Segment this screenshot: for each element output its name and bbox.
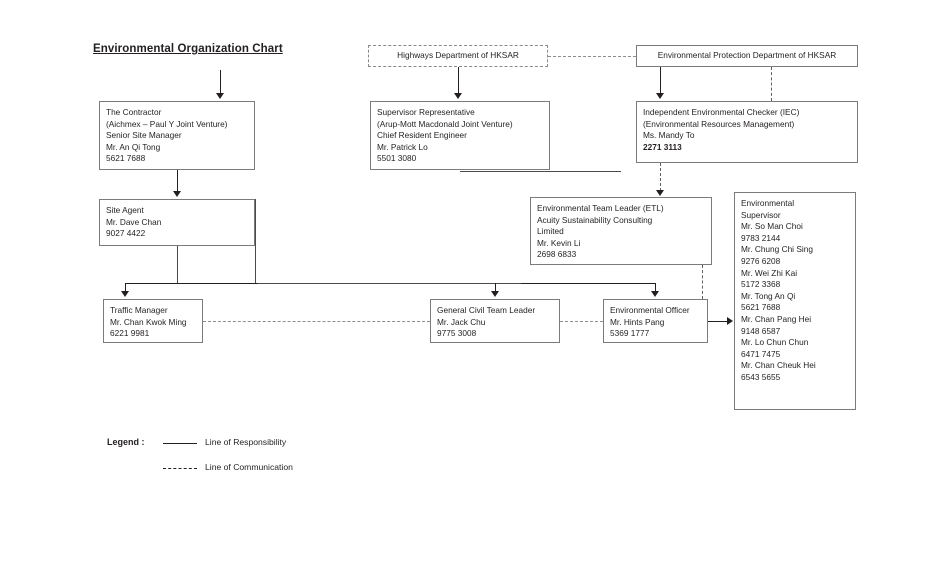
- arrow-down-icon: [454, 93, 462, 99]
- node-line: Mr. So Man Choi: [741, 221, 803, 232]
- node-line: 9027 4422: [106, 228, 146, 239]
- node-line: Mr. Chan Pang Hei: [741, 313, 812, 324]
- connector-contractor-to-site-agent: [177, 170, 178, 192]
- arrow-down-icon: [173, 191, 181, 197]
- legend-dashed-line-sample: [163, 468, 197, 469]
- node-site-agent[interactable]: Site Agent Mr. Dave Chan 9027 4422: [99, 199, 255, 246]
- node-line: Mr. Jack Chu: [437, 316, 486, 327]
- node-general-civil-team-leader[interactable]: General Civil Team Leader Mr. Jack Chu 9…: [430, 299, 560, 343]
- connector-epd-to-iec-communication: [771, 67, 772, 101]
- connector-highways-to-epd: [548, 56, 636, 57]
- node-traffic-manager[interactable]: Traffic Manager Mr. Chan Kwok Ming 6221 …: [103, 299, 203, 343]
- node-line: (Aichmex – Paul Y Joint Venture): [106, 118, 228, 129]
- node-environmental-team-leader[interactable]: Environmental Team Leader (ETL) Acuity S…: [530, 197, 712, 265]
- node-line: Environmental Team Leader (ETL): [537, 203, 664, 213]
- connector-bus-to-general-civil: [495, 283, 496, 293]
- node-line: Limited: [537, 226, 564, 237]
- connector-env-officer-to-env-supervisor: [708, 321, 728, 322]
- node-line: Mr. Kevin Li: [537, 237, 581, 248]
- legend-label: Legend :: [107, 437, 145, 447]
- node-line: Environmental Officer: [610, 305, 690, 315]
- connector-site-agent-to-bus: [177, 246, 178, 283]
- connector-horizontal-bus-left-fade: [258, 283, 391, 284]
- node-line: 2698 6833: [537, 249, 577, 260]
- connector-supervisor-rep-elbow: [620, 171, 621, 172]
- node-line: The Contractor: [106, 107, 162, 117]
- node-environmental-officer[interactable]: Environmental Officer Mr. Hints Pang 536…: [603, 299, 708, 343]
- node-line: Supervisor: [741, 209, 781, 220]
- connector-supervisor-rep-to-etl-horizontal: [460, 171, 620, 172]
- node-line: Mr. Chan Kwok Ming: [110, 316, 187, 327]
- node-line: Mr. Tong An Qi: [741, 290, 796, 301]
- connector-highways-to-supervisor-rep: [458, 67, 459, 94]
- node-label: Highways Department of HKSAR: [397, 50, 519, 61]
- connector-to-contractor: [220, 70, 221, 94]
- connector-iec-to-etl: [660, 163, 661, 191]
- node-line: 5172 3368: [741, 279, 781, 290]
- connector-bus-to-traffic-manager: [125, 283, 126, 293]
- arrow-down-icon: [656, 93, 664, 99]
- node-line: Mr. An Qi Tong: [106, 141, 161, 152]
- node-highways-department[interactable]: Highways Department of HKSAR: [368, 45, 548, 67]
- page-title: Environmental Organization Chart: [93, 43, 283, 55]
- node-line: Ms. Mandy To: [643, 130, 695, 141]
- node-line: Chief Resident Engineer: [377, 130, 467, 141]
- connector-horizontal-bus-right: [521, 283, 656, 284]
- node-line: 5621 7688: [741, 302, 781, 313]
- connector-horizontal-bus-left: [125, 283, 258, 284]
- node-line: Mr. Wei Zhi Kai: [741, 267, 798, 278]
- legend-responsibility-text: Line of Responsibility: [205, 437, 287, 447]
- node-line: 6471 7475: [741, 348, 781, 359]
- connector-etl-to-environmental-officer: [702, 265, 703, 299]
- node-line: 9783 2144: [741, 232, 781, 243]
- node-line: Mr. Chan Cheuk Hei: [741, 360, 816, 371]
- node-label: Environmental Protection Department of H…: [657, 50, 837, 61]
- node-line: 5369 1777: [610, 328, 650, 339]
- node-line: Environmental: [741, 198, 795, 208]
- legend-communication-text: Line of Communication: [205, 462, 293, 472]
- node-line: Mr. Chung Chi Sing: [741, 244, 813, 255]
- arrow-down-icon: [651, 291, 659, 297]
- node-independent-environmental-checker[interactable]: Independent Environmental Checker (IEC) …: [636, 101, 858, 163]
- node-line: Mr. Lo Chun Chun: [741, 337, 809, 348]
- arrow-right-icon: [727, 317, 733, 325]
- node-line: 5621 7688: [106, 153, 146, 164]
- node-line: 6543 5655: [741, 371, 781, 382]
- connector-bus-to-environmental-officer: [655, 283, 656, 293]
- node-environmental-protection-department[interactable]: Environmental Protection Department of H…: [636, 45, 858, 67]
- node-line: 9775 3008: [437, 328, 477, 339]
- node-line: Traffic Manager: [110, 305, 168, 315]
- node-line: (Arup-Mott Macdonald Joint Venture): [377, 118, 513, 129]
- arrow-down-icon: [491, 291, 499, 297]
- node-line: (Environmental Resources Management): [643, 118, 795, 129]
- node-line: 9276 6208: [741, 255, 781, 266]
- connector-general-civil-to-environmental-officer: [560, 321, 603, 322]
- connector-horizontal-bus-mid: [391, 283, 521, 284]
- node-line: Senior Site Manager: [106, 130, 182, 141]
- node-line: Mr. Hints Pang: [610, 316, 665, 327]
- node-line: General Civil Team Leader: [437, 305, 536, 315]
- connector-traffic-manager-to-general-civil: [203, 321, 430, 322]
- legend-solid-line-sample: [163, 443, 197, 444]
- connector-site-agent-right-edge: [255, 199, 256, 283]
- connector-epd-to-iec: [660, 67, 661, 94]
- node-line: Mr. Dave Chan: [106, 216, 162, 227]
- node-line: 5501 3080: [377, 153, 417, 164]
- node-line: 6221 9981: [110, 328, 150, 339]
- arrow-down-icon: [121, 291, 129, 297]
- node-supervisor-representative[interactable]: Supervisor Representative (Arup-Mott Mac…: [370, 101, 550, 170]
- node-line: Acuity Sustainability Consulting: [537, 214, 653, 225]
- node-environmental-supervisor[interactable]: Environmental Supervisor Mr. So Man Choi…: [734, 192, 856, 410]
- node-line: 9148 6587: [741, 325, 781, 336]
- arrow-down-icon: [656, 190, 664, 196]
- node-line: Supervisor Representative: [377, 107, 475, 117]
- arrow-down-icon: [216, 93, 224, 99]
- node-the-contractor[interactable]: The Contractor (Aichmex – Paul Y Joint V…: [99, 101, 255, 170]
- node-line-phone: 2271 3113: [643, 141, 682, 152]
- node-line: Mr. Patrick Lo: [377, 141, 428, 152]
- node-line: Site Agent: [106, 205, 144, 215]
- node-line: Independent Environmental Checker (IEC): [643, 107, 800, 117]
